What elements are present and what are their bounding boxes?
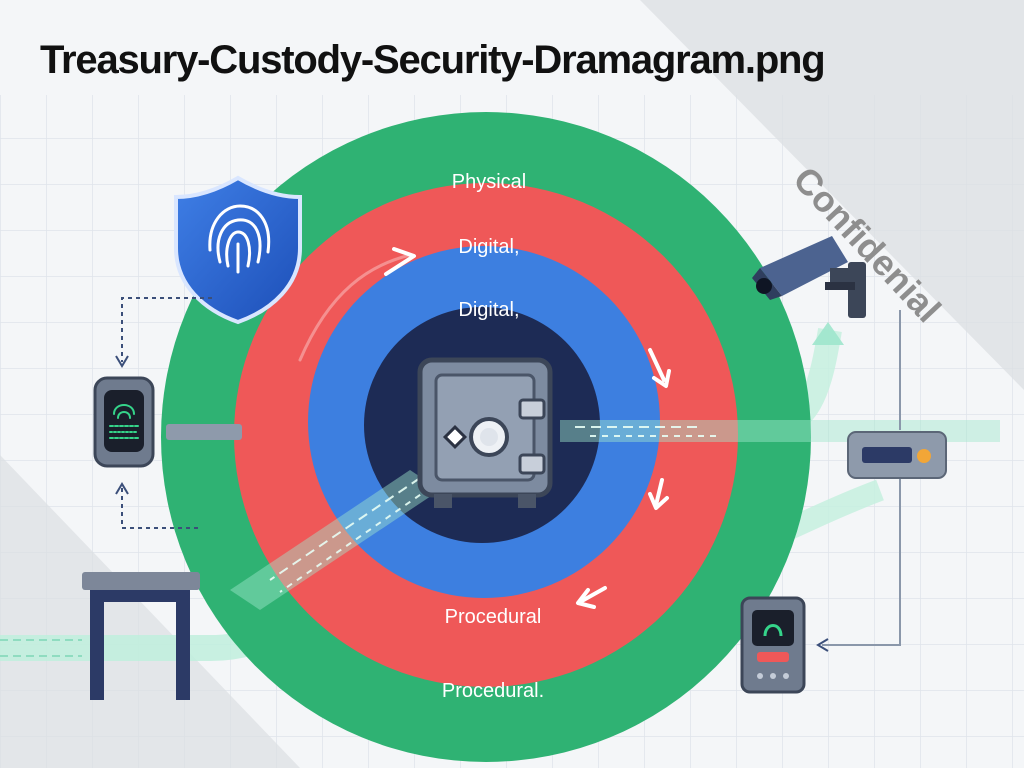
uplink-arrow-icon	[812, 322, 844, 345]
left-connector-lines	[121, 297, 212, 529]
floor-data-lines	[0, 639, 82, 657]
arrow-icon	[648, 492, 669, 510]
fingerprint-scanner-icon	[93, 376, 155, 468]
right-connector-lines	[822, 310, 901, 646]
ring-label-digital-outer: Digital,	[458, 236, 519, 258]
vault-safe-icon	[417, 357, 553, 508]
ring-label-physical: Physical	[452, 171, 526, 193]
arrow-icon	[115, 482, 129, 495]
arrow-icon	[816, 638, 829, 652]
arrow-icon	[576, 588, 596, 609]
ring-label-procedural-outer: Procedural.	[442, 680, 544, 702]
network-router-icon	[847, 431, 947, 479]
ring-arrows	[298, 247, 671, 609]
arrow-icon	[115, 355, 129, 368]
corner-band-bottom-left	[0, 455, 300, 768]
keypad-terminal-icon	[740, 596, 806, 694]
fingerprint-shield-icon	[174, 175, 302, 325]
security-gate-icon	[82, 572, 200, 700]
ring-label-digital-inner: Digital,	[458, 299, 519, 321]
arrow-icon	[652, 369, 671, 388]
connector-bar	[166, 424, 242, 440]
ring-label-procedural-inner: Procedural	[445, 606, 542, 628]
arrow-icon	[384, 247, 416, 276]
corner-band-top-right	[640, 0, 1024, 390]
security-camera-icon	[752, 236, 866, 318]
page-title: Treasury-Custody-Security-Dramagram.png	[40, 38, 826, 82]
